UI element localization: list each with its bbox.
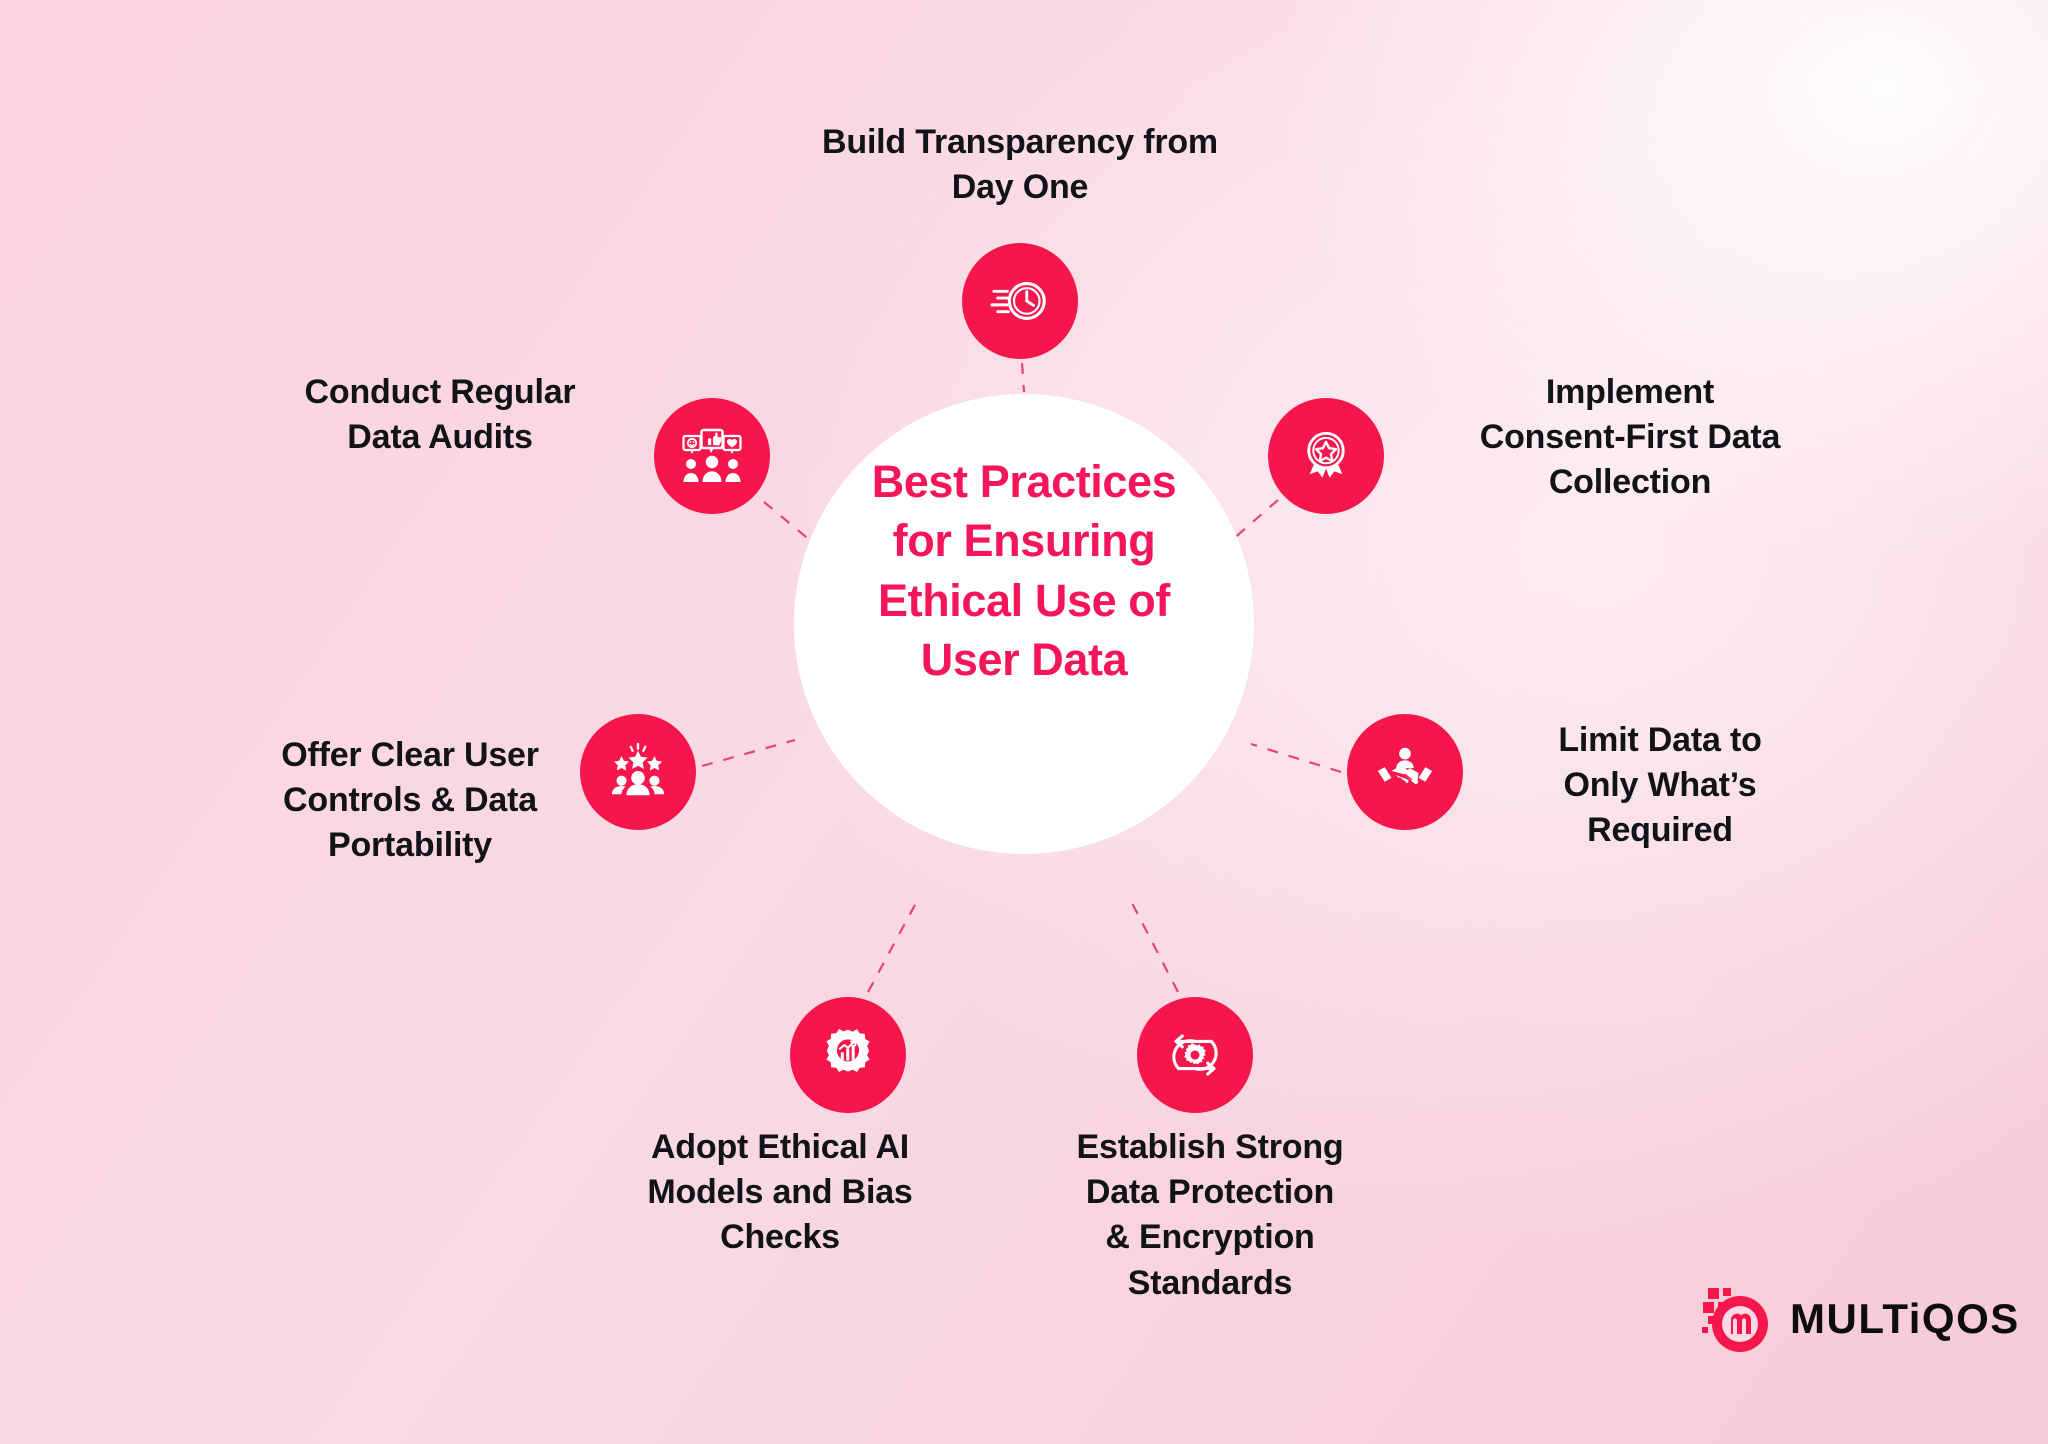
- users-stars-icon: [607, 741, 669, 803]
- hub-title-line-4: User Data: [920, 634, 1128, 686]
- label-line: Adopt Ethical AI: [650, 1128, 910, 1166]
- connector-ethicalai: [867, 902, 917, 993]
- label-line: Establish Strong: [1076, 1128, 1344, 1166]
- node-label-implement-consent: Implement Consent-First Data Collection: [1420, 370, 1840, 506]
- feedback-people-icon: [680, 424, 744, 488]
- label-line: Checks: [720, 1218, 840, 1257]
- label-line: Only What’s: [1563, 766, 1757, 805]
- node-icon-implement-consent[interactable]: [1268, 398, 1384, 514]
- node-label-conduct-audits: Conduct Regular Data Audits: [230, 370, 650, 460]
- gear-cycle-icon: [1166, 1026, 1224, 1084]
- node-icon-limit-data[interactable]: [1347, 714, 1463, 830]
- node-icon-establish-encryption[interactable]: [1137, 997, 1253, 1113]
- gear-chart-icon: [819, 1026, 877, 1084]
- node-icon-build-transparency[interactable]: [962, 243, 1078, 359]
- connector-encryption: [1131, 902, 1179, 993]
- label-line: Implement: [1545, 373, 1715, 411]
- multiqos-mark-icon: [1700, 1282, 1774, 1356]
- hub-title-line-3: Ethical Use of: [878, 574, 1170, 626]
- label-line: Day One: [951, 168, 1089, 207]
- node-icon-conduct-audits[interactable]: [654, 398, 770, 514]
- hub-title-line-2: for Ensuring: [892, 515, 1156, 567]
- brand-logo[interactable]: MULTiQOS: [1700, 1282, 2020, 1356]
- handshake-icon: [1374, 741, 1436, 803]
- hub-title-line-1: Best Practices: [871, 456, 1177, 507]
- label-line: Portability: [327, 826, 493, 865]
- connector-controls: [701, 738, 796, 768]
- label-line: Controls & Data: [283, 781, 537, 820]
- label-line: Data Protection: [1085, 1173, 1335, 1212]
- label-line: Collection: [1548, 463, 1712, 502]
- node-label-adopt-ethical-ai: Adopt Ethical AI Models and Bias Checks: [580, 1125, 980, 1261]
- label-line: Required: [1587, 811, 1733, 850]
- label-line: Limit Data to: [1558, 721, 1762, 759]
- node-label-build-transparency: Build Transparency from Day One: [700, 120, 1340, 210]
- node-icon-offer-user-controls[interactable]: [580, 714, 696, 830]
- page-title: Best Practices for Ensuring Ethical Use …: [824, 452, 1224, 690]
- connector-limit: [1250, 742, 1342, 774]
- node-icon-adopt-ethical-ai[interactable]: [790, 997, 906, 1113]
- label-line: Conduct Regular: [304, 373, 576, 411]
- label-line: & Encryption: [1105, 1218, 1315, 1257]
- brand-name: MULTiQOS: [1790, 1295, 2020, 1342]
- label-line: Models and Bias: [647, 1173, 913, 1212]
- clock-speed-icon: [989, 270, 1051, 332]
- connector-transparency: [1020, 362, 1026, 393]
- hub-circle: [794, 394, 1254, 854]
- node-label-establish-encryption: Establish Strong Data Protection & Encry…: [1000, 1125, 1420, 1306]
- label-line: Offer Clear User: [281, 736, 539, 774]
- label-line: Data Audits: [347, 418, 533, 457]
- label-line: Build Transparency from: [822, 123, 1218, 161]
- node-label-offer-user-controls: Offer Clear User Controls & Data Portabi…: [210, 733, 610, 869]
- label-line: Consent-First Data: [1479, 418, 1781, 457]
- label-line: Standards: [1127, 1263, 1293, 1302]
- award-badge-icon: [1297, 427, 1355, 485]
- node-label-limit-data: Limit Data to Only What’s Required: [1470, 718, 1850, 854]
